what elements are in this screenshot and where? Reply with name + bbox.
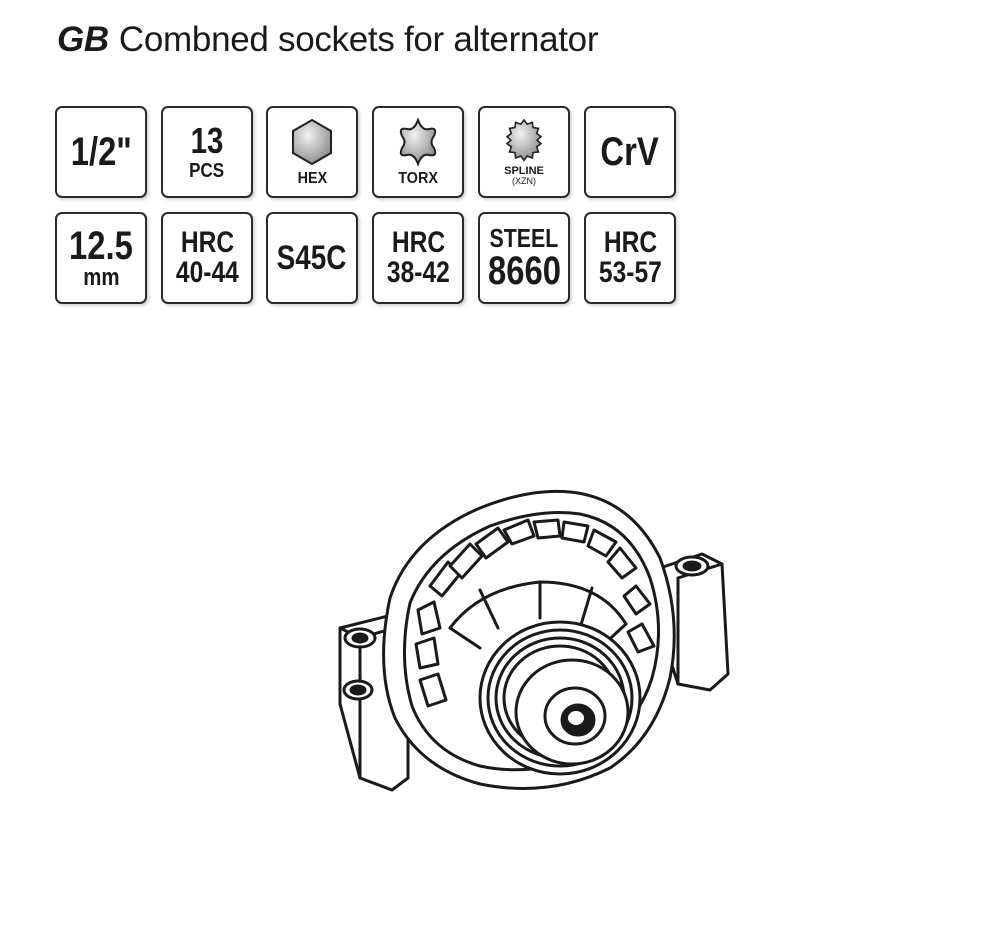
spline-label: SPLINE	[504, 165, 544, 177]
hrc-3-value: 53-57	[598, 256, 662, 289]
steel-grade-value: S45C	[277, 239, 347, 277]
brand-label: GB	[57, 20, 109, 59]
hrc-1-label: HRC	[180, 226, 234, 259]
spline-icon	[505, 118, 543, 162]
hrc-2-value: 38-42	[386, 256, 450, 289]
spline-sublabel: (XZN)	[512, 176, 536, 186]
spec-tile-size-mm: 12.5 mm	[55, 212, 147, 304]
hex-icon	[292, 118, 332, 166]
spec-tile-piece-count: 13 PCS	[161, 106, 253, 198]
spec-tile-hex: HEX	[266, 106, 358, 198]
spec-tile-torx: TORX	[372, 106, 464, 198]
spec-tile-material: CrV	[584, 106, 676, 198]
size-mm-value: 12.5	[69, 224, 133, 268]
title-text: Combned sockets for alternator	[118, 20, 599, 59]
spec-tile-steel-8660: STEEL 8660	[478, 212, 570, 304]
piece-count-unit: PCS	[189, 160, 225, 182]
spec-tile-spline: SPLINE (XZN)	[478, 106, 570, 198]
spec-tile-hrc-3: HRC 53-57	[584, 212, 676, 304]
steel-label: STEEL	[489, 223, 559, 253]
steel-value: 8660	[487, 249, 561, 293]
spec-tile-hrc-1: HRC 40-44	[161, 212, 253, 304]
alternator-illustration	[338, 489, 730, 792]
hrc-1-value: 40-44	[175, 256, 239, 289]
hex-label: HEX	[297, 170, 327, 187]
spec-tile-hrc-2: HRC 38-42	[372, 212, 464, 304]
hrc-2-label: HRC	[391, 226, 445, 259]
torx-icon	[399, 117, 437, 167]
material-value: CrV	[600, 130, 660, 174]
piece-count-value: 13	[190, 120, 224, 161]
size-mm-unit: mm	[82, 264, 120, 291]
spec-tile-steel-grade: S45C	[266, 212, 358, 304]
drive-size-value: 1/2"	[70, 130, 132, 174]
hrc-3-label: HRC	[603, 226, 657, 259]
torx-label: TORX	[398, 170, 438, 187]
spec-tile-drive-size: 1/2"	[55, 106, 147, 198]
